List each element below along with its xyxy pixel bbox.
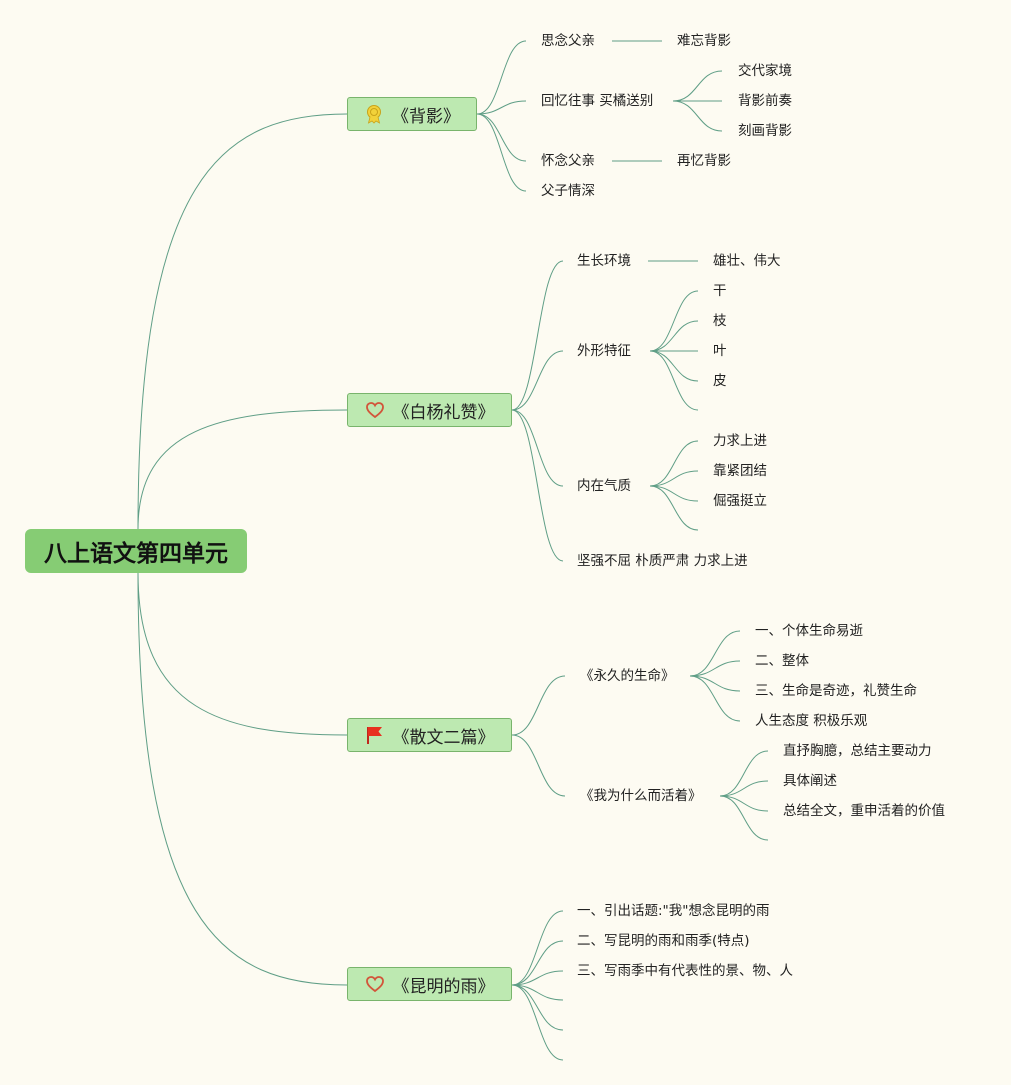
connector-line [511,409,564,487]
connector-line [511,970,564,986]
detail-label[interactable]: 三、生命是奇迹，礼赞生命 [755,683,917,699]
connector-line [511,984,564,1001]
connector-line [689,675,741,692]
subtopic-label[interactable]: 二、写昆明的雨和雨季(特点) [577,933,750,949]
root-connector-line [137,572,348,736]
subtopic-label[interactable]: 思念父亲 [541,33,595,49]
connector-line [689,660,741,677]
connector-line [719,795,769,812]
detail-label[interactable]: 力求上进 [713,433,767,449]
connector-line [511,940,564,986]
subtopic-label[interactable]: 《我为什么而活着》 [580,788,702,804]
connector-line [476,113,527,192]
detail-label[interactable]: 人生态度 积极乐观 [755,713,868,729]
detail-label[interactable]: 干 [713,283,727,299]
connector-line [476,100,527,115]
detail-label[interactable]: 枝 [713,313,727,329]
detail-label[interactable]: 叶 [713,343,727,359]
connector-line [672,100,723,132]
connector-line [511,350,564,411]
branch-sanwen[interactable]: 《散文二篇》 [347,718,512,752]
subtopic-label[interactable]: 《永久的生命》 [580,668,675,684]
detail-label[interactable]: 直抒胸臆，总结主要动力 [783,743,932,759]
connector-line [476,113,527,162]
subtopic-label[interactable]: 怀念父亲 [541,153,595,169]
connector-line [649,485,699,531]
detail-label[interactable]: 交代家境 [738,63,792,79]
detail-label[interactable]: 雄壮、伟大 [713,253,781,269]
detail-label[interactable]: 靠紧团结 [713,463,767,479]
detail-label[interactable]: 具体阐述 [783,773,837,789]
connector-line [689,630,741,677]
connector-line [649,350,699,382]
branch-baiyang[interactable]: 《白杨礼赞》 [347,393,512,427]
connector-line [689,675,741,722]
subtopic-label[interactable]: 内在气质 [577,478,631,494]
root-connector-line [137,113,348,530]
connector-line [649,350,699,411]
branch-label: 《白杨礼赞》 [392,402,495,423]
subtopic-label[interactable]: 一、引出话题:"我"想念昆明的雨 [577,903,770,919]
connector-line [649,290,699,352]
subtopic-label[interactable]: 三、写雨季中有代表性的景、物、人 [577,963,793,979]
connector-line [511,984,564,1031]
branch-label: 《散文二篇》 [392,727,495,748]
subtopic-label[interactable]: 生长环境 [577,253,631,269]
subtopic-label[interactable]: 外形特征 [577,343,631,359]
branch-label: 《背影》 [392,106,460,127]
detail-label[interactable]: 背影前奏 [738,93,792,109]
detail-label[interactable]: 二、整体 [755,653,809,669]
subtopic-label[interactable]: 坚强不屈 朴质严肃 力求上进 [577,553,748,569]
connector-line [511,910,564,986]
subtopic-label[interactable]: 父子情深 [541,183,595,199]
detail-label[interactable]: 一、个体生命易逝 [755,623,863,639]
medal-icon [364,104,384,124]
connector-line [719,780,769,797]
connector-line [511,409,564,562]
connector-line [649,440,699,487]
connector-line [511,734,566,797]
connector-line [511,675,566,736]
connector-line [719,795,769,841]
detail-label[interactable]: 总结全文，重申活着的价值 [783,803,945,819]
branch-kunming[interactable]: 《昆明的雨》 [347,967,512,1001]
heart-icon [365,400,385,420]
detail-label[interactable]: 倔强挺立 [713,493,767,509]
subtopic-label[interactable]: 回忆往事 买橘送别 [541,93,654,109]
root-connector-line [137,409,348,530]
connector-line [511,984,564,1061]
connector-line [511,260,564,411]
connector-line [476,40,527,115]
detail-label[interactable]: 再忆背影 [677,153,731,169]
connector-line [649,470,699,487]
heart-icon [365,974,385,994]
detail-label[interactable]: 刻画背影 [738,123,792,139]
connector-line [672,70,723,102]
branch-beiying[interactable]: 《背影》 [347,97,477,131]
flag-icon [365,725,385,745]
root-connector-line [137,572,348,986]
detail-label[interactable]: 皮 [713,373,727,389]
connector-line [649,485,699,502]
root-topic[interactable]: 八上语文第四单元 [25,529,247,573]
detail-label[interactable]: 难忘背影 [677,33,731,49]
branch-label: 《昆明的雨》 [392,976,495,997]
connector-line [719,750,769,797]
connector-line [649,320,699,352]
